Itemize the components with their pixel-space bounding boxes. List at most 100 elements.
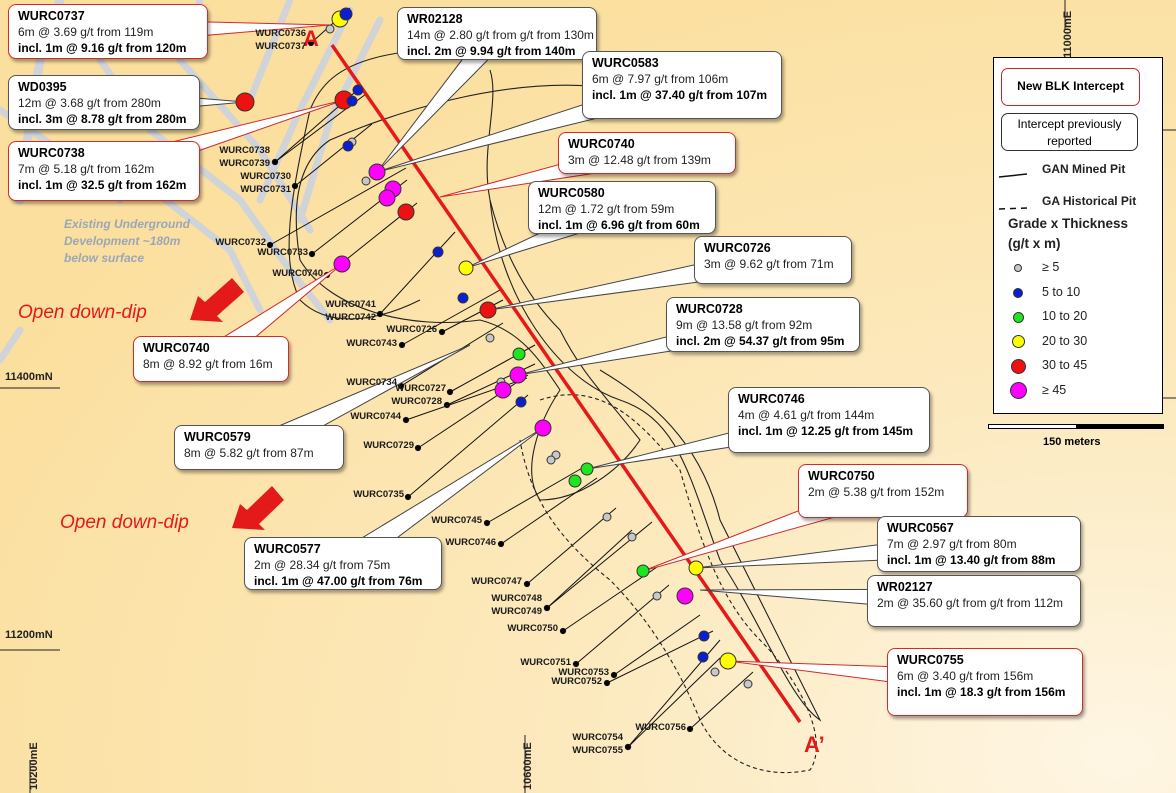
drillhole-label: WURC0728 (391, 396, 442, 407)
section-line (330, 44, 802, 723)
grid-label-10600me: 10600mE (522, 742, 534, 790)
section-label-a: A (303, 26, 319, 51)
down-dip-arrows (190, 278, 284, 530)
callout-hole-id: WURC0740 (568, 137, 635, 151)
legend-grade-label: 5 to 10 (1042, 284, 1081, 299)
collar-marker (686, 725, 694, 733)
arrow-icon (190, 278, 244, 322)
callout-intercept: 4m @ 4.61 g/t from 144m (738, 408, 875, 422)
callout-intercept: 6m @ 7.97 g/t from 106m (592, 72, 729, 86)
legend-grade-label: ≥ 5 (1042, 260, 1060, 274)
drill-trace (606, 630, 714, 684)
callout-hole-id: WURC0755 (897, 653, 964, 667)
drill-trace (486, 466, 585, 524)
callout-including: incl. 1m @ 18.3 g/t from 156m (897, 685, 1066, 699)
drill-trace (269, 167, 407, 246)
drillhole-label: WURC0751 (520, 657, 571, 668)
callout-including: incl. 3m @ 8.78 g/t from 280m (18, 112, 187, 126)
drillhole-label: WURC0730 (240, 171, 291, 182)
intercept-marker (698, 630, 710, 642)
drillhole-label: WURC0727 (395, 383, 446, 394)
drillhole-label: WURC0755 (572, 745, 623, 756)
callout-including: incl. 1m @ 13.40 g/t from 88m (887, 553, 1056, 567)
drillhole-label: WURC0737 (255, 41, 306, 52)
drill-trace (407, 394, 529, 498)
intercept-marker (342, 140, 354, 152)
legend: New BLK Intercept Intercept previously r… (993, 57, 1163, 414)
callout-intercept: 12m @ 1.72 g/t from 59m (538, 202, 675, 216)
open-down-dip-label: Open down-dip (60, 512, 189, 533)
drillhole-label: WURC0734 (346, 377, 397, 388)
callout-hole-id: WURC0728 (676, 302, 743, 316)
intercept-marker (346, 95, 358, 107)
drillhole-label: WURC0754 (572, 732, 623, 743)
callout-hole-id: WD0395 (18, 80, 67, 94)
legend-grade-label: ≥ 45 (1042, 382, 1067, 397)
collar-marker (402, 416, 410, 424)
collar-marker (543, 604, 551, 612)
drillhole-label: WURC0733 (257, 247, 308, 258)
collar-marker (271, 158, 279, 166)
intercept-marker (457, 292, 469, 304)
callout-intercept: 8m @ 8.92 g/t from 16m (143, 357, 273, 371)
drill-trace (526, 507, 617, 585)
drillhole-label: WURC0741 (325, 299, 376, 310)
intercept-callout-wurc0737: WURC0737 6m @ 3.69 g/t from 119m incl. 1m … (8, 4, 208, 59)
intercept-marker (494, 381, 512, 399)
drillhole-label: WURC0732 (215, 237, 266, 248)
collar-marker (603, 679, 611, 687)
open-down-dip-label: Open down-dip (18, 302, 147, 323)
callout-hole-id: WURC0579 (184, 430, 251, 444)
collar-marker (446, 388, 454, 396)
gan-mined-pit (295, 69, 641, 501)
legend-gan-pit: GAN Mined Pit (1042, 162, 1126, 176)
drill-trace (627, 657, 721, 748)
intercept-marker (512, 347, 526, 361)
intercept-marker (333, 255, 351, 273)
collar-marker (559, 627, 567, 635)
callout-including: incl. 1m @ 47.00 g/t from 76m (254, 574, 423, 588)
callout-hole-id: WURC0726 (704, 241, 771, 255)
ga-historical-pit (519, 394, 817, 774)
drill-trace (689, 671, 754, 730)
callout-including: incl. 1m @ 9.16 g/t from 120m (18, 41, 187, 55)
drillhole-label: WURC0736 (255, 28, 306, 39)
gan-mined-pit (489, 199, 822, 722)
intercept-marker (515, 396, 527, 408)
drillhole-label: WURC0744 (350, 411, 401, 422)
drillhole-label: WURC0743 (346, 338, 397, 349)
intercept-marker (676, 587, 694, 605)
callout-including: incl. 1m @ 37.40 g/t from 107m (592, 88, 768, 102)
drill-trace (500, 477, 598, 545)
drill-trace (613, 614, 701, 676)
grid-label-10200me: 10200mE (28, 742, 40, 790)
intercept-marker (339, 7, 353, 21)
underground-label: Existing Underground Development ~180m b… (64, 216, 190, 267)
collar-marker (308, 250, 316, 258)
callout-intercept: 6m @ 3.69 g/t from 119m (18, 25, 154, 39)
drillhole-label: WURC0756 (635, 722, 686, 733)
callout-hole-id: WURC0737 (18, 9, 85, 23)
callout-including: incl. 2m @ 9.94 g/t from 140m (407, 44, 576, 58)
collar-marker (497, 540, 505, 548)
callout-intercept: 7m @ 2.97 g/t from 80m (887, 537, 1017, 551)
callout-hole-id: WR02128 (407, 12, 463, 26)
drill-trace (379, 231, 456, 315)
intercept-marker (479, 301, 497, 319)
legend-grade-swatch (1011, 335, 1025, 348)
callout-intercept: 9m @ 13.58 g/t from 92m (676, 318, 813, 332)
legend-grade-swatch (1013, 287, 1023, 298)
grid-label-11000me: 11000mE (1062, 10, 1074, 58)
intercept-marker (534, 419, 552, 437)
legend-previous-intercept: Intercept previously reported (1001, 113, 1138, 151)
